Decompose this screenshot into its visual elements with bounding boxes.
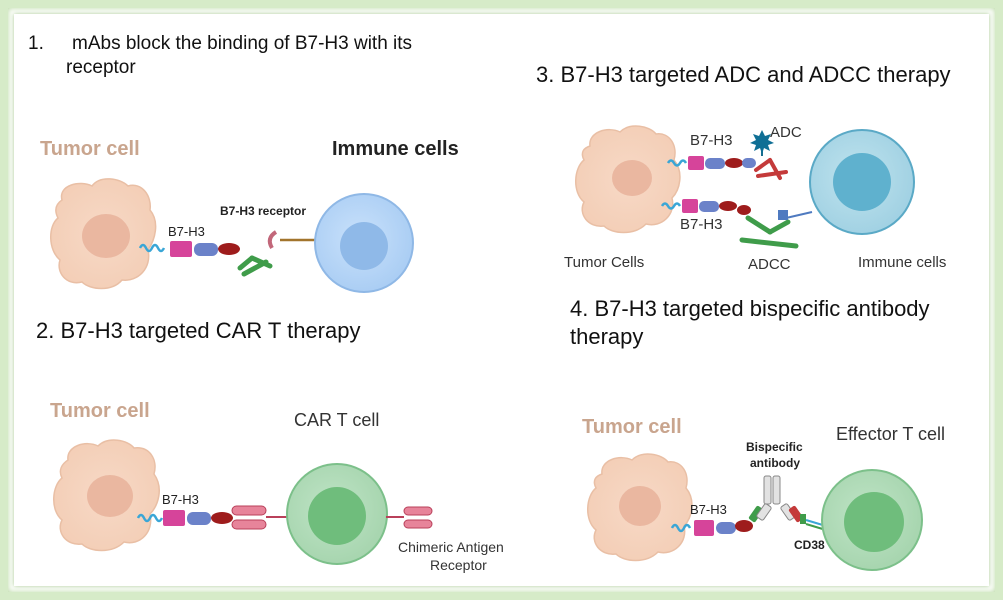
b7h3-coil-bottom xyxy=(660,202,682,210)
b7h3-pink-top xyxy=(688,156,704,170)
tumor-nucleus-4 xyxy=(619,486,661,526)
b7h3-domain-blue xyxy=(194,243,218,256)
panel4-title-line1: 4. B7-H3 targeted bispecific antibody xyxy=(570,296,930,321)
b7h3-domain-pink xyxy=(170,241,192,257)
panel1-immune-label: Immune cells xyxy=(332,138,459,160)
panel1-title-line2: receptor xyxy=(66,57,136,78)
panel3-b7h3-bottom: B7-H3 xyxy=(680,216,723,233)
panel3-tumor-label: Tumor Cells xyxy=(564,254,645,271)
adc-antibody xyxy=(754,158,788,180)
panel4-graphics xyxy=(587,453,923,571)
b7h3-domain-red-2 xyxy=(211,512,233,524)
panel3-adc-label: ADC xyxy=(770,124,802,141)
car-receptor-icon xyxy=(386,506,433,529)
b7h3-pink-bottom xyxy=(682,199,698,213)
panel2-car-line2: Receptor xyxy=(430,557,487,573)
tumor-nucleus-2 xyxy=(87,475,133,517)
panel4-b7h3-label: B7-H3 xyxy=(690,502,727,517)
tumor-nucleus-3 xyxy=(612,160,652,196)
panel3-b7h3-top: B7-H3 xyxy=(690,132,733,149)
panel3-title: 3. B7-H3 targeted ADC and ADCC therapy xyxy=(536,62,951,87)
b7h3-membrane-coil xyxy=(138,243,166,253)
panel4-bispecific-line2: antibody xyxy=(750,456,800,470)
b7h3-receptor-shape xyxy=(267,230,278,250)
panel2-title: 2. B7-H3 targeted CAR T therapy xyxy=(36,318,361,343)
fc-receptor-stalk xyxy=(785,211,813,219)
panel2-cart-label: CAR T cell xyxy=(294,410,380,430)
adcc-antibody xyxy=(739,215,799,249)
adc-payload-icon xyxy=(750,130,774,154)
b7h3-blue-top-2 xyxy=(742,158,756,168)
b7h3-red-bottom-2 xyxy=(737,205,751,215)
car-t-cell-nucleus xyxy=(308,487,366,545)
panel1-graphics xyxy=(50,178,414,293)
panel1-tumor-label: Tumor cell xyxy=(40,138,140,160)
b7h3-blue-bottom xyxy=(699,201,719,212)
panel1-receptor-label: B7-H3 receptor xyxy=(220,204,307,218)
fc-receptor xyxy=(778,210,788,220)
panel1-title-line1: mAbs block the binding of B7-H3 with its xyxy=(72,33,413,54)
immune-cell-nucleus xyxy=(340,222,388,270)
b7h3-red-top xyxy=(725,158,743,168)
panel2-graphics xyxy=(53,439,433,565)
panel1-number: 1. xyxy=(28,33,44,54)
panel4-tumor-label: Tumor cell xyxy=(582,416,682,438)
panel2-car-line1: Chimeric Antigen xyxy=(398,539,504,555)
b7h3-pink-4 xyxy=(694,520,714,536)
panel4-title-line2: therapy xyxy=(570,324,644,349)
car-binding-domain xyxy=(231,505,290,530)
panel4-effector-label: Effector T cell xyxy=(836,424,946,444)
b7h3-red-4 xyxy=(735,520,753,532)
panel2-tumor-label: Tumor cell xyxy=(50,400,150,422)
effector-t-cell-nucleus xyxy=(844,492,904,552)
panel4-bispecific-line1: Bispecific xyxy=(746,440,803,454)
b7h3-red-bottom xyxy=(719,201,737,211)
blocking-antibody xyxy=(237,255,273,277)
b7h3-blue-4 xyxy=(716,522,736,534)
bispecific-antibody-icon xyxy=(748,475,804,523)
figure-canvas xyxy=(14,14,989,586)
panel3-graphics xyxy=(575,125,915,249)
b7h3-membrane-coil-2 xyxy=(136,513,164,523)
b7h3-coil-4 xyxy=(670,523,692,533)
b7h3-domain-blue-2 xyxy=(187,512,211,525)
b7h3-coil-top xyxy=(666,159,688,167)
b7h3-domain-pink-2 xyxy=(163,510,185,526)
b7h3-domain-red xyxy=(218,243,240,255)
panel3-adcc-label: ADCC xyxy=(748,256,791,273)
panel1-b7h3-label: B7-H3 xyxy=(168,224,205,239)
tumor-nucleus xyxy=(82,214,130,258)
immune-cell-nucleus-3 xyxy=(833,153,891,211)
panel4-cd38-label: CD38 xyxy=(794,538,825,552)
b7h3-blue-top xyxy=(705,158,725,169)
panel3-immune-label: Immune cells xyxy=(858,254,947,271)
panel2-b7h3-label: B7-H3 xyxy=(162,492,199,507)
